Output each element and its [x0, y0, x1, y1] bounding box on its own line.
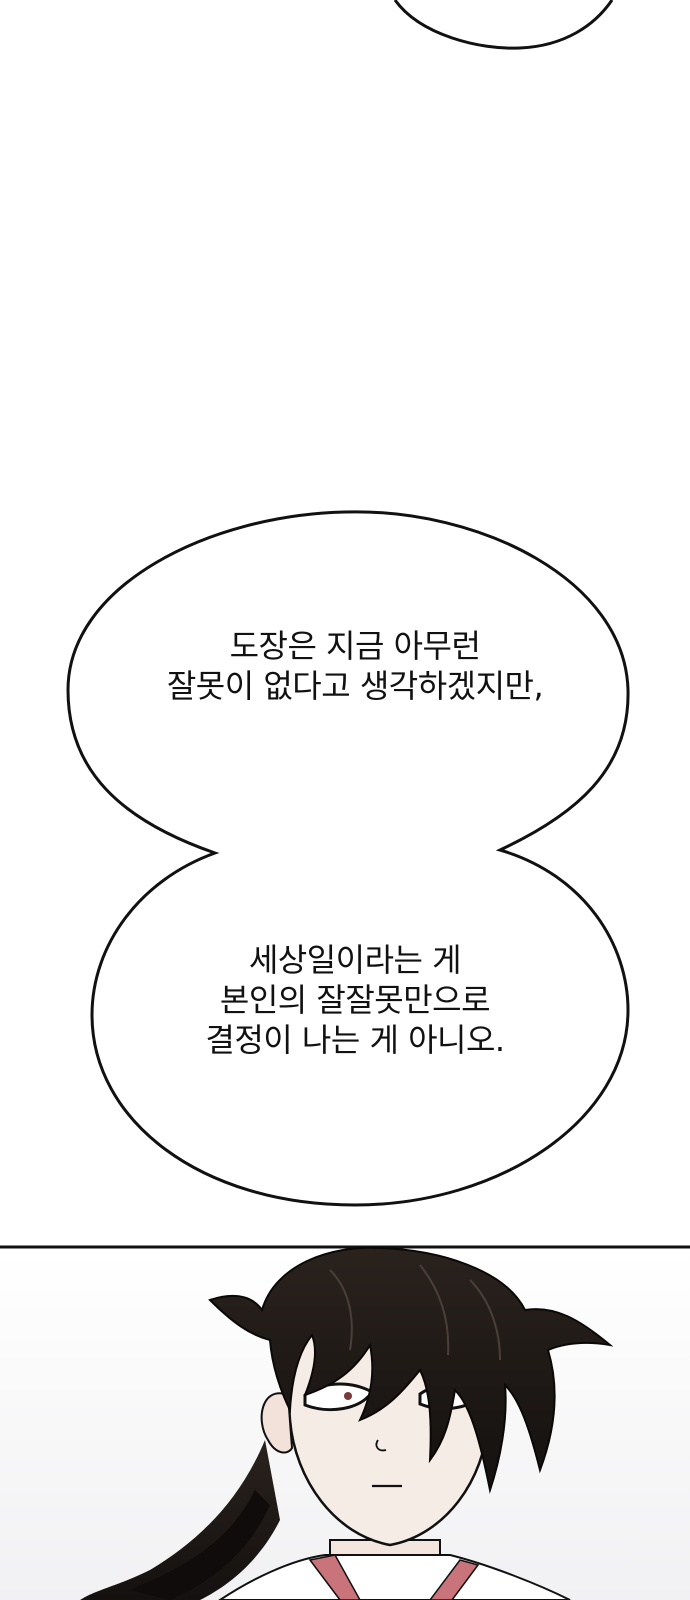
previous-balloon-fragment	[393, 0, 614, 50]
speech-balloon-lower-text: 세상일이라는 게 본인의 잘잘못만으로 결정이 나는 게 아니오.	[95, 940, 615, 1060]
character-collar	[308, 1554, 480, 1600]
character-illustration	[80, 1246, 614, 1600]
character-ear	[260, 1392, 294, 1454]
character-left-pupil	[344, 1392, 352, 1400]
character-back-hair-strand	[130, 1490, 270, 1600]
character-shoulders	[218, 1554, 571, 1600]
dialogue-line: 잘못이 없다고 생각하겠지만,	[166, 667, 544, 705]
speech-balloon-upper-text: 도장은 지금 아무런 잘못이 없다고 생각하겠지만,	[95, 626, 615, 706]
character-nose	[375, 1439, 387, 1452]
speech-balloon-outline	[66, 510, 630, 1207]
dialogue-line: 본인의 잘잘못만으로	[219, 981, 491, 1019]
character-hair	[208, 1246, 614, 1494]
dialogue-line: 세상일이라는 게	[248, 941, 462, 979]
character-hair-highlight	[329, 1264, 501, 1361]
dialogue-line: 도장은 지금 아무런	[229, 627, 481, 665]
dialogue-line: 결정이 나는 게 아니오.	[205, 1021, 505, 1059]
